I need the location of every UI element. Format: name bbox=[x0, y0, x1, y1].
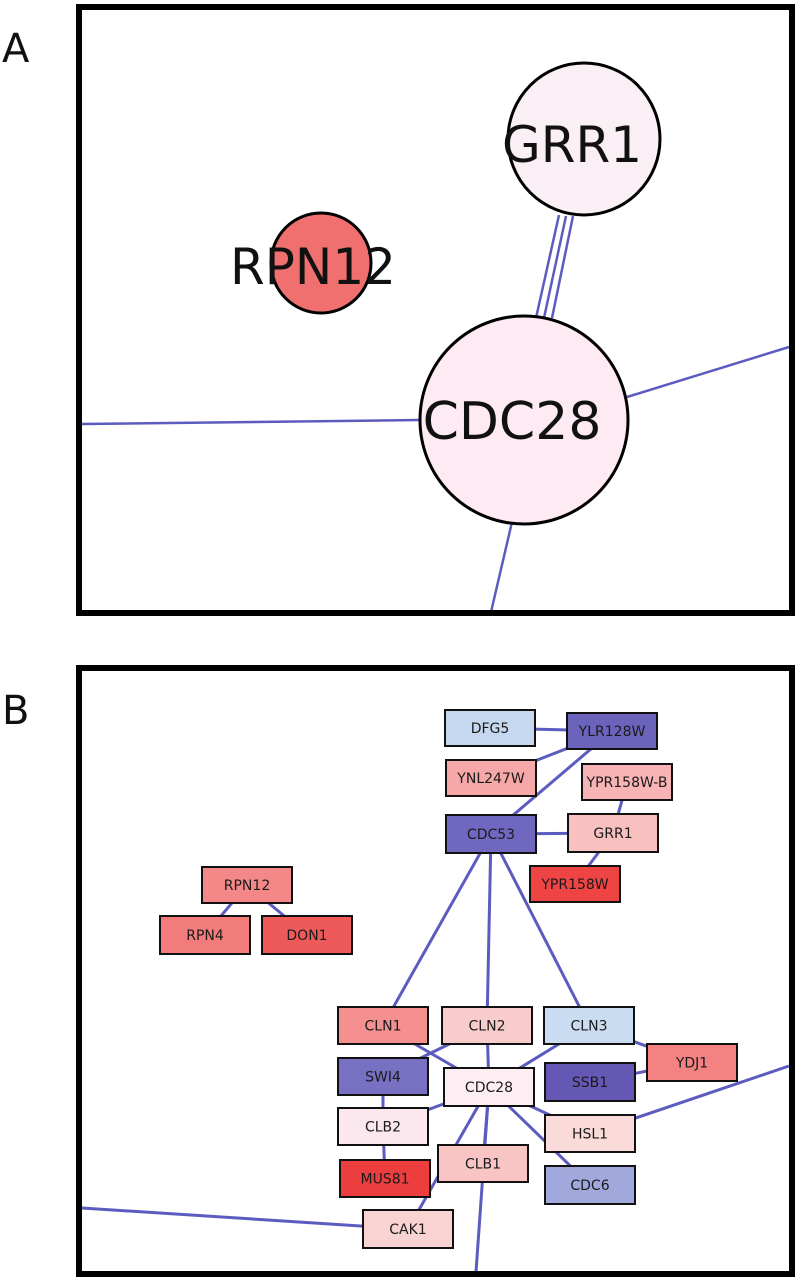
edge-cdc28-right bbox=[626, 345, 790, 399]
node-ydj1-box bbox=[646, 1043, 738, 1082]
node-ypr158w-b[interactable]: YPR158W-B bbox=[581, 763, 673, 801]
node-cln2-box bbox=[441, 1006, 533, 1045]
node-clb1[interactable]: CLB1 bbox=[437, 1144, 529, 1183]
node-cak1[interactable]: CAK1 bbox=[362, 1209, 454, 1249]
node-dfg5-label: DFG5 bbox=[471, 721, 510, 737]
node-ssb1-label: SSB1 bbox=[572, 1075, 608, 1091]
node-cln3-box bbox=[543, 1006, 635, 1045]
node-ynl247w[interactable]: YNL247W bbox=[445, 759, 537, 797]
node-cdc53-box bbox=[445, 814, 537, 854]
node-clb1-label: CLB1 bbox=[465, 1157, 501, 1173]
node-rpn12-label: RPN12 bbox=[224, 878, 270, 894]
panel-b-edges bbox=[81, 726, 790, 1273]
panel-a-frame bbox=[76, 4, 795, 616]
node-clb1-box bbox=[437, 1144, 529, 1183]
panel-a-edges bbox=[81, 214, 790, 613]
node-cdc53-label: CDC53 bbox=[467, 827, 515, 843]
node-don1[interactable]: DON1 bbox=[261, 915, 353, 955]
node-cln1[interactable]: CLN1 bbox=[337, 1006, 429, 1045]
node-grr1[interactable]: GRR1 bbox=[567, 813, 659, 853]
node-cdc28-circle bbox=[418, 314, 630, 526]
node-ypr158w-b-label: YPR158W-B bbox=[586, 775, 668, 791]
node-rpn12-circle bbox=[269, 211, 373, 315]
node-grr1-circle bbox=[506, 61, 662, 217]
node-grr1-label: GRR1 bbox=[593, 826, 632, 842]
node-ydj1[interactable]: YDJ1 bbox=[646, 1043, 738, 1082]
node-cdc6[interactable]: CDC6 bbox=[544, 1165, 636, 1205]
panel-a: GRR1 RPN12 CDC28 bbox=[76, 4, 795, 616]
node-cak1-box bbox=[362, 1209, 454, 1249]
edge-cak1-off-left bbox=[81, 1206, 409, 1231]
node-rpn12-box bbox=[201, 866, 293, 904]
edge-grr1-cdc28-2 bbox=[542, 215, 568, 319]
node-ypr158w-box bbox=[529, 865, 621, 903]
node-grr1[interactable]: GRR1 bbox=[502, 61, 662, 217]
edge-cdc28-left bbox=[81, 418, 420, 426]
edge-cdc53-cln2 bbox=[485, 833, 493, 1026]
node-cln2[interactable]: CLN2 bbox=[441, 1006, 533, 1045]
edge-cdc53-cln3 bbox=[489, 833, 591, 1027]
panel-b: DFG5 YLR128W YNL247W YPR158W-B CDC53 GRR1YPR1… bbox=[76, 665, 795, 1277]
node-dfg5-box bbox=[444, 709, 536, 747]
node-rpn12-label: RPN12 bbox=[230, 238, 396, 296]
node-swi4-box bbox=[337, 1057, 429, 1096]
node-clb2-box bbox=[337, 1107, 429, 1146]
node-clb2[interactable]: CLB2 bbox=[337, 1107, 429, 1146]
node-ynl247w-label: YNL247W bbox=[456, 771, 525, 787]
node-cln1-label: CLN1 bbox=[365, 1019, 402, 1035]
node-cln3[interactable]: CLN3 bbox=[543, 1006, 635, 1045]
node-cdc53[interactable]: CDC53 bbox=[445, 814, 537, 854]
node-ylr128w-label: YLR128W bbox=[578, 724, 646, 740]
node-cdc28[interactable]: CDC28 bbox=[418, 314, 630, 526]
node-clb2-label: CLB2 bbox=[365, 1120, 401, 1136]
node-rpn4-label: RPN4 bbox=[186, 928, 224, 944]
edge-cdc28-bottom bbox=[489, 521, 514, 613]
panel-b-nodes: DFG5 YLR128W YNL247W YPR158W-B CDC53 GRR1YPR1… bbox=[159, 709, 738, 1249]
node-rpn12[interactable]: RPN12 bbox=[230, 211, 396, 315]
node-cln2-label: CLN2 bbox=[469, 1019, 506, 1035]
panel-b-label: B bbox=[2, 688, 30, 734]
node-rpn12[interactable]: RPN12 bbox=[201, 866, 293, 904]
node-hsl1[interactable]: HSL1 bbox=[544, 1114, 636, 1153]
node-cdc28-label: CDC28 bbox=[423, 392, 602, 452]
node-ssb1[interactable]: SSB1 bbox=[544, 1062, 636, 1102]
node-cln1-box bbox=[337, 1006, 429, 1045]
node-hsl1-box bbox=[544, 1114, 636, 1153]
node-swi4-label: SWI4 bbox=[365, 1070, 401, 1086]
node-cln3-label: CLN3 bbox=[571, 1019, 608, 1035]
node-don1-box bbox=[261, 915, 353, 955]
node-cdc28-label: CDC28 bbox=[465, 1080, 513, 1096]
node-ylr128w-box bbox=[566, 712, 658, 750]
node-cdc28-box bbox=[443, 1067, 535, 1107]
node-mus81-box bbox=[339, 1159, 431, 1198]
node-ynl247w-box bbox=[445, 759, 537, 797]
node-cdc6-box bbox=[544, 1165, 636, 1205]
node-don1-label: DON1 bbox=[286, 928, 327, 944]
edge-cdc53-cln1 bbox=[381, 833, 493, 1027]
node-grr1-label: GRR1 bbox=[502, 116, 642, 174]
node-cdc6-label: CDC6 bbox=[570, 1178, 609, 1194]
panel-a-label: A bbox=[2, 26, 30, 72]
node-ypr158w-b-box bbox=[581, 763, 673, 801]
node-grr1-box bbox=[567, 813, 659, 853]
edge-grr1-cdc28-3 bbox=[550, 215, 575, 319]
node-hsl1-label: HSL1 bbox=[572, 1127, 608, 1143]
edge-grr1-cdc28-1 bbox=[534, 214, 561, 319]
node-dfg5[interactable]: DFG5 bbox=[444, 709, 536, 747]
node-cak1-label: CAK1 bbox=[389, 1222, 426, 1238]
node-ydj1-label: YDJ1 bbox=[675, 1056, 708, 1072]
node-rpn4-box bbox=[159, 915, 251, 955]
panel-b-frame bbox=[76, 665, 795, 1277]
node-rpn4[interactable]: RPN4 bbox=[159, 915, 251, 955]
node-ylr128w[interactable]: YLR128W bbox=[566, 712, 658, 750]
node-cdc28[interactable]: CDC28 bbox=[443, 1067, 535, 1107]
node-mus81[interactable]: MUS81 bbox=[339, 1159, 431, 1198]
node-swi4[interactable]: SWI4 bbox=[337, 1057, 429, 1096]
node-ypr158w-label: YPR158W bbox=[540, 877, 608, 893]
node-ssb1-box bbox=[544, 1062, 636, 1102]
node-mus81-label: MUS81 bbox=[360, 1172, 409, 1188]
node-ypr158w[interactable]: YPR158W bbox=[529, 865, 621, 903]
